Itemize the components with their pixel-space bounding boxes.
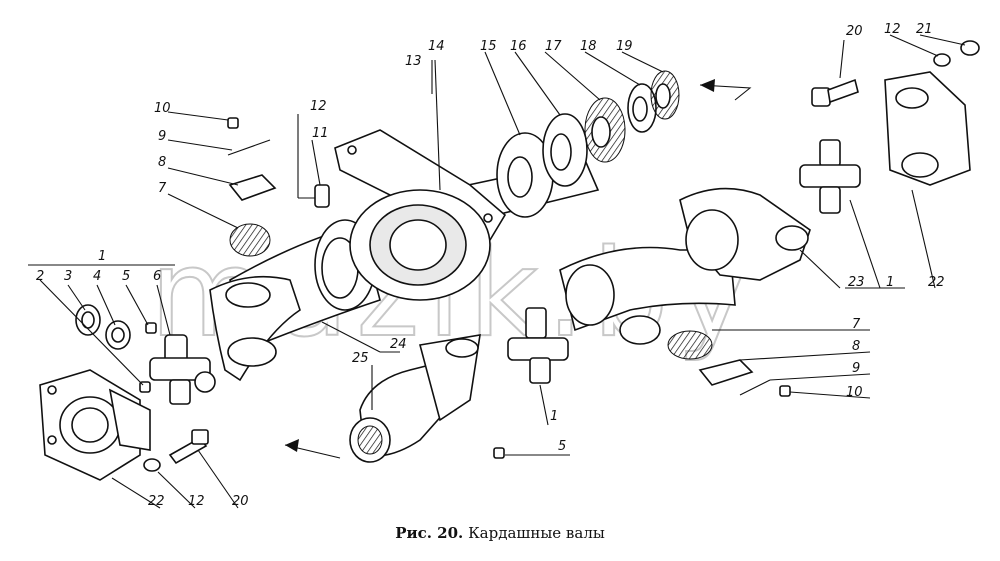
arrow-upper-right: [699, 79, 752, 101]
leader-lines: [28, 34, 966, 509]
callout-2: 2: [36, 269, 44, 284]
universal-joint-cross-left: [149, 334, 216, 405]
washer-12-right: [933, 53, 951, 67]
callout-25: 25: [352, 351, 369, 366]
plug-7-left: [229, 223, 271, 257]
callout-20: 20: [846, 24, 863, 39]
callout-3: 3: [64, 269, 72, 284]
figure-caption: Рис. 20. Кардашные валы: [0, 524, 1000, 542]
universal-joint-cross-middle: [507, 307, 569, 384]
nut-21: [960, 40, 980, 56]
callout-9: 9: [852, 361, 860, 376]
ring-18: [627, 83, 657, 133]
callout-8: 8: [852, 339, 860, 354]
callout-labels: 10 9 8 7 1 2 3 4 5 6 12 11 13 14 15 16 1…: [36, 22, 945, 509]
splined-yoke-25: [349, 334, 481, 463]
callout-23: 23: [848, 275, 865, 290]
callout-4: 4: [93, 269, 101, 284]
callout-10: 10: [846, 385, 863, 400]
figure-title: Кардашные валы: [468, 524, 605, 542]
callout-22: 22: [148, 494, 165, 509]
flange-22-right: [884, 71, 971, 186]
callout-18: 18: [580, 39, 597, 54]
bearing-15: [496, 132, 554, 218]
plate-8-left: [228, 174, 277, 201]
rear-driveshaft-tube: [559, 246, 736, 345]
callout-13: 13: [405, 54, 422, 69]
callout-7: 7: [158, 181, 167, 196]
bolt-10-right: [779, 385, 791, 397]
callout-5: 5: [122, 269, 130, 284]
plate-8-right: [698, 359, 754, 386]
callout-1: 1: [886, 275, 894, 290]
arrow-lower-left: [284, 439, 341, 459]
callout-19: 19: [616, 39, 633, 54]
callout-12: 12: [310, 99, 327, 114]
washer-12-left: [143, 458, 161, 472]
callout-17: 17: [545, 39, 562, 54]
callout-10: 10: [154, 101, 171, 116]
callout-7: 7: [852, 317, 861, 332]
callout-8: 8: [158, 155, 166, 170]
callout-16: 16: [510, 39, 527, 54]
callout-20: 20: [232, 494, 249, 509]
grease-fitting-5a: [145, 322, 157, 334]
bearing-17: [584, 97, 626, 163]
lock-9-left: [227, 139, 271, 156]
support-bearing-bracket: [334, 129, 507, 301]
callout-1: 1: [98, 249, 106, 264]
bolt-10-left: [227, 117, 239, 129]
callout-14: 14: [428, 39, 445, 54]
callout-1: 1: [550, 409, 558, 424]
callout-24: 24: [390, 337, 407, 352]
callout-22: 22: [928, 275, 945, 290]
plug-7-right: [667, 330, 713, 360]
ring-4: [105, 320, 131, 350]
nipple-11: [314, 184, 330, 208]
bolt-20-left: [168, 429, 209, 465]
universal-joint-cross-right: [799, 139, 861, 214]
lock-9-right: [739, 379, 771, 396]
slip-yoke-23: [679, 187, 811, 281]
seal-16: [542, 113, 588, 187]
callout-6: 6: [153, 269, 161, 284]
grease-fitting-5b: [493, 447, 505, 459]
callout-9: 9: [158, 129, 166, 144]
bolt-20-right: [811, 78, 859, 107]
flange-yoke-left: [209, 275, 301, 382]
callout-21: 21: [916, 22, 933, 37]
callout-12: 12: [188, 494, 205, 509]
flange-22-left: [39, 369, 151, 481]
callout-11: 11: [312, 126, 329, 141]
nut-19: [650, 70, 680, 120]
callout-12: 12: [884, 22, 901, 37]
callout-15: 15: [480, 39, 497, 54]
figure-number: Рис. 20.: [395, 524, 464, 542]
callout-5: 5: [558, 439, 566, 454]
seal-3: [75, 304, 101, 336]
